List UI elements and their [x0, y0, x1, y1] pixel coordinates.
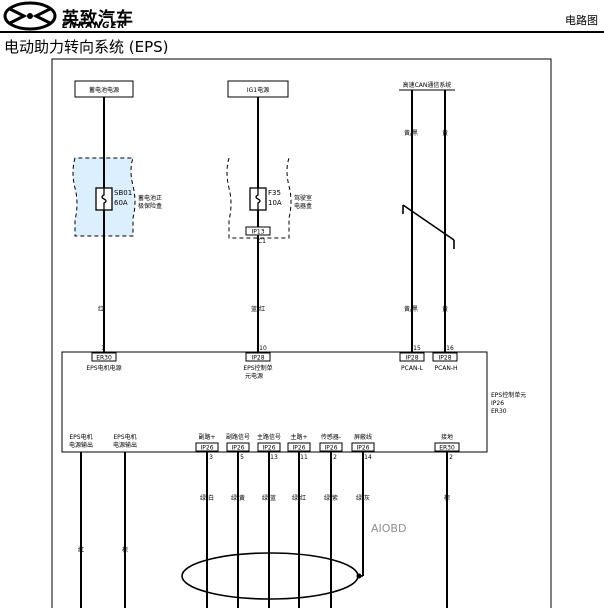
header-rule: [0, 31, 604, 33]
page-title: 电动助力转向系统 (EPS): [4, 38, 169, 56]
connector-ip28-b: [399, 352, 425, 362]
watermark: AIOBD: [371, 522, 406, 535]
fuse-sb01-desc2: 极保险盒: [138, 202, 162, 210]
svg-text:IP28: IP28: [251, 355, 264, 362]
svg-text:IP28: IP28: [405, 355, 418, 362]
connector-ip26-1: [195, 442, 219, 452]
module-sensor-neg: 传感器-: [321, 433, 341, 441]
module-sub-sig: 副路信号: [226, 433, 250, 441]
fuse-f35-rating: 10A: [268, 199, 282, 207]
section-label: 电路图: [565, 14, 598, 27]
module-shield: 屏蔽线: [354, 433, 372, 441]
wire-color-green-blue: 绿/蓝: [262, 494, 276, 502]
pin-11: 11: [300, 454, 308, 461]
connector-ip26-4: [287, 442, 311, 452]
connector-ip13: [245, 226, 271, 236]
brand-name: 英致汽车: [62, 9, 134, 29]
pin-10: 10: [259, 345, 267, 352]
module-name-1: EPS控制单元: [491, 391, 526, 399]
connector-ip26-6: [351, 442, 375, 452]
connector-ip26-3: [257, 442, 281, 452]
module-pcan-h: PCAN-H: [434, 365, 457, 372]
header: 英致汽车 ENRANGER 电路图: [0, 0, 604, 33]
connector-er30-bottom: [434, 442, 460, 452]
module-in-ip28-2: 元电源: [245, 372, 263, 380]
module-name-3: ER30: [491, 408, 507, 415]
svg-text:IP26: IP26: [231, 445, 244, 452]
connector-ip28-c: [432, 352, 458, 362]
svg-text:IP26: IP26: [324, 445, 337, 452]
wire-color-green-yellow: 绿/黄: [231, 494, 245, 502]
wire-color-yellow-black-top: 黄/黑: [404, 129, 418, 137]
pin-5: 5: [240, 454, 244, 461]
wire-color-red: 红: [98, 305, 104, 313]
pin-2-ground: 2: [449, 454, 453, 461]
wire-color-yellow-black: 黄/黑: [404, 305, 418, 313]
shield-junction-dot: [356, 573, 362, 579]
pin-3: 3: [209, 454, 213, 461]
connector-c1: C1: [258, 238, 266, 245]
pin-15: 15: [413, 345, 421, 352]
module-motor-neg-2: 电源输出: [69, 441, 93, 449]
module-in-ip28-1: EPS控制单: [243, 364, 272, 372]
wire-color-green-white: 绿/白: [200, 494, 214, 502]
module-sub-pos: 副路+: [198, 433, 215, 441]
module-in-er30: EPS电机电源: [86, 364, 121, 372]
svg-text:ER30: ER30: [439, 445, 455, 452]
module-motor-neg-1: EPS电机: [69, 433, 92, 441]
pin-1: 1: [101, 345, 105, 352]
brand-logo-icon: [3, 1, 57, 31]
wire-color-red-bottom: 红: [78, 546, 84, 554]
wire-color-green-purple: 绿/紫: [324, 494, 338, 502]
brand-sub: ENRANGER: [62, 21, 126, 31]
module-motor-pos-2: 电源输出: [113, 441, 137, 449]
fuse-f35-desc2: 电器盒: [294, 202, 312, 210]
module-name-2: IP26: [491, 400, 504, 407]
svg-text:IP28: IP28: [438, 355, 451, 362]
ig1-source-label: IG1电源: [247, 86, 269, 94]
module-main-sig: 主路信号: [257, 433, 281, 441]
wire-color-brown-ground: 棕: [444, 494, 450, 502]
svg-text:ER30: ER30: [96, 355, 112, 362]
twisted-pair-mark: [402, 204, 455, 241]
fuse-box-f35: [226, 157, 292, 239]
connector-ip28-a: [245, 352, 271, 362]
fuse-icon: [101, 188, 107, 210]
fuse-sb01-id: SB01: [114, 189, 132, 197]
svg-text:IP26: IP26: [356, 445, 369, 452]
pin-14: 14: [364, 454, 372, 461]
battery-source-label: 蓄电池电源: [89, 86, 119, 94]
fuse-f35-id: F35: [268, 189, 281, 197]
wire-color-brown-bottom: 棕: [122, 546, 128, 554]
wire-color-blue-red: 蓝/红: [251, 305, 265, 313]
fuse-sb01-desc1: 蓄电池正: [138, 194, 162, 202]
wire-color-yellow-top: 黄: [442, 129, 448, 137]
fuse-icon: [255, 188, 261, 210]
svg-text:IP26: IP26: [200, 445, 213, 452]
fuse-sb01-rating: 60A: [114, 199, 128, 207]
connector-er30-top: [91, 352, 117, 362]
svg-text:IP13: IP13: [251, 229, 264, 236]
can-source-label: 高速CAN通信系统: [403, 81, 452, 89]
module-pcan-l: PCAN-L: [401, 365, 424, 372]
pin-2: 2: [333, 454, 337, 461]
eps-control-module: [61, 351, 488, 453]
connector-ip26-5: [319, 442, 343, 452]
module-ground: 接地: [441, 433, 453, 441]
diagram-frame: [51, 58, 552, 608]
pin-13: 13: [270, 454, 278, 461]
wire-color-yellow: 黄: [442, 305, 448, 313]
wire-color-green-red: 绿/红: [292, 494, 306, 502]
module-motor-pos-1: EPS电机: [113, 433, 136, 441]
svg-text:IP26: IP26: [292, 445, 305, 452]
connector-ip26-2: [226, 442, 250, 452]
module-main-pos: 主路+: [290, 433, 307, 441]
svg-text:IP26: IP26: [262, 445, 275, 452]
wire-color-green-grey: 绿/灰: [356, 494, 370, 502]
pin-16: 16: [446, 345, 454, 352]
fuse-f35-desc1: 驾驶室: [294, 194, 312, 202]
